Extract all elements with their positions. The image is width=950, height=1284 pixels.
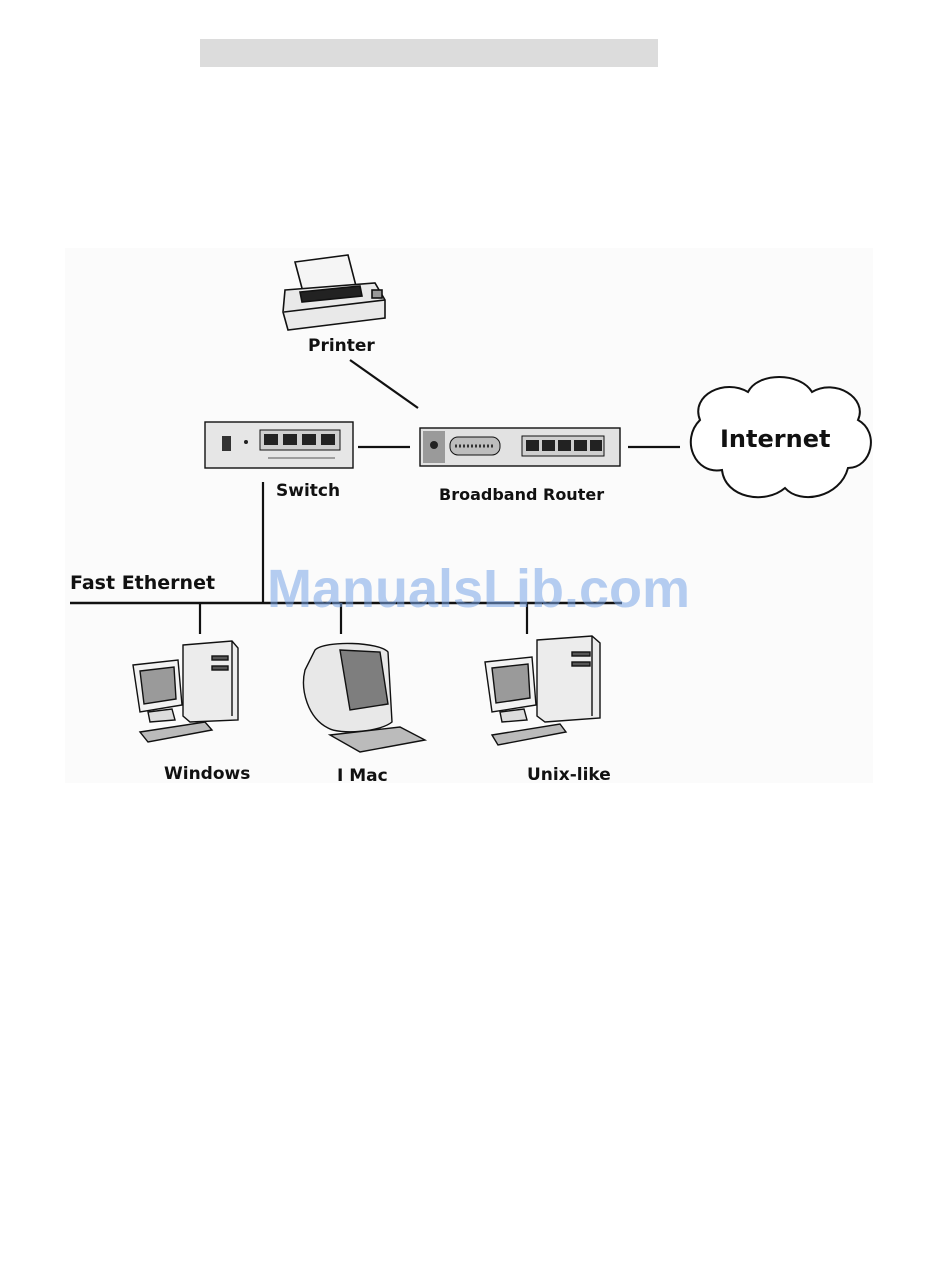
windows-label: Windows xyxy=(164,764,250,784)
router-icon xyxy=(420,428,620,466)
imac-label: I Mac xyxy=(337,766,388,786)
router-label: Broadband Router xyxy=(439,485,604,504)
lan-label: Fast Ethernet xyxy=(70,572,215,594)
switch-label: Switch xyxy=(276,481,340,501)
switch-icon xyxy=(205,422,353,468)
printer-label: Printer xyxy=(308,336,375,356)
watermark: ManualsLib.com xyxy=(267,559,690,619)
internet-label: Internet xyxy=(720,425,830,453)
unix-label: Unix-like xyxy=(527,765,611,785)
